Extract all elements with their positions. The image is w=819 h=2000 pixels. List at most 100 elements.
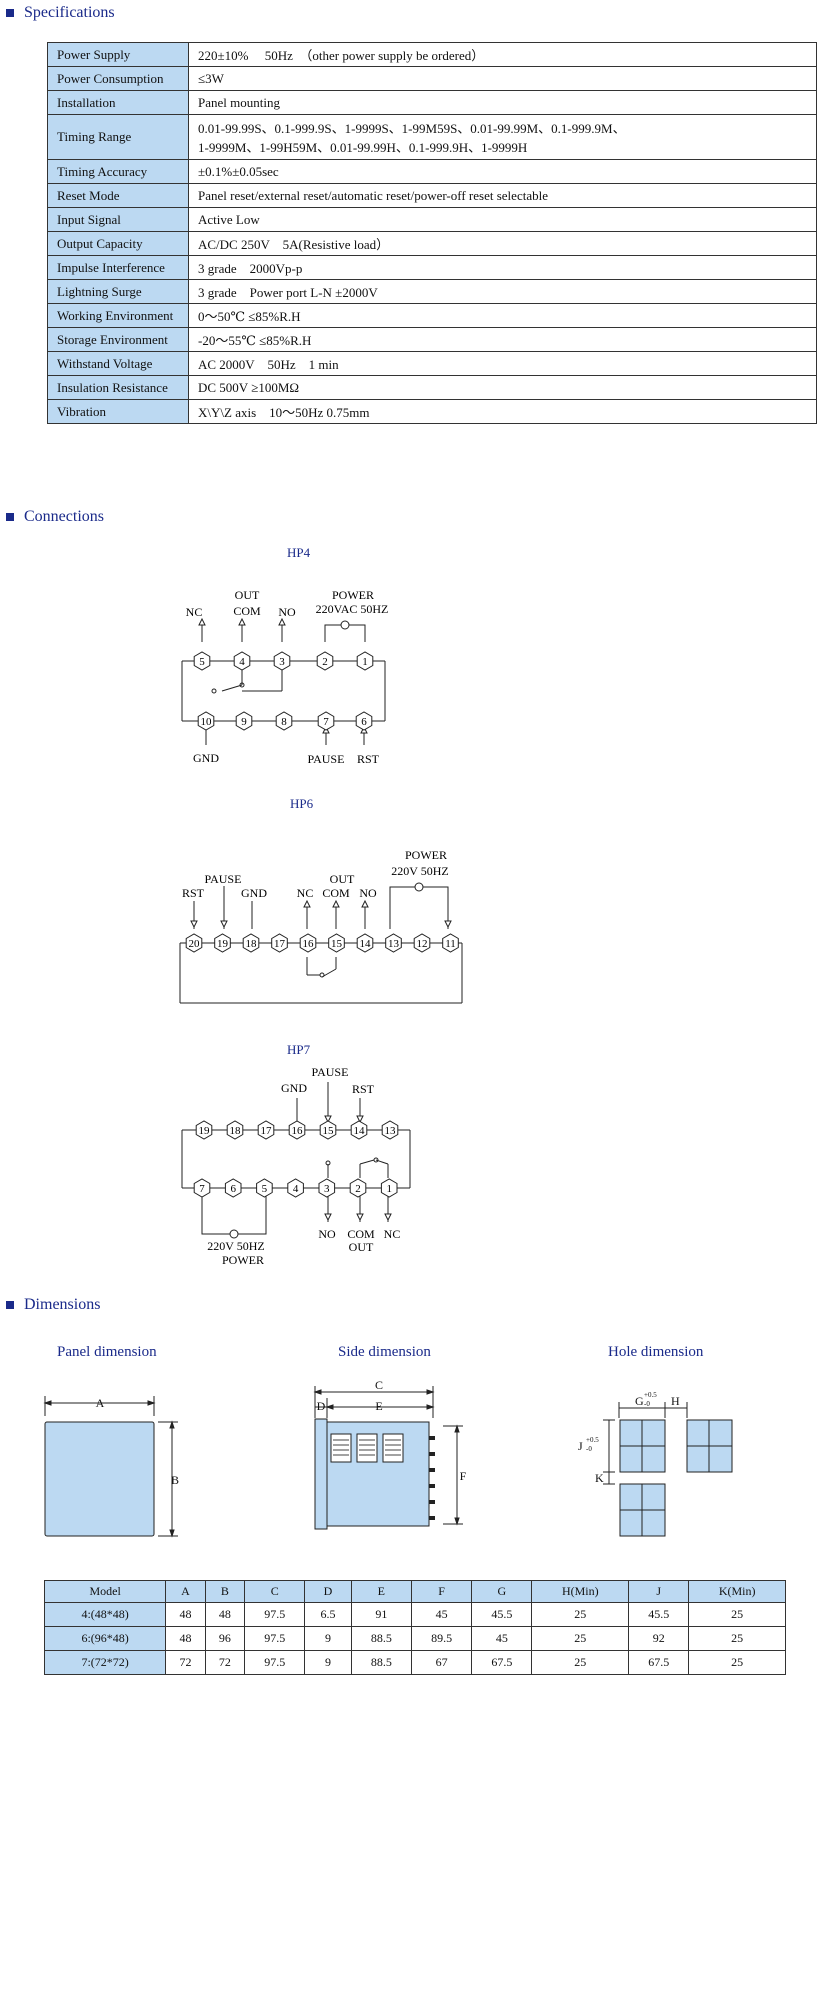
terminal-number: 1 xyxy=(386,1183,392,1195)
terminal-pin xyxy=(413,933,431,953)
dim-cell: 25 xyxy=(531,1602,630,1627)
svg-text:NO: NO xyxy=(318,1227,336,1241)
dim-cell: 92 xyxy=(628,1626,690,1651)
terminal-pin xyxy=(226,1120,244,1140)
terminal-number: 15 xyxy=(323,1125,335,1137)
spec-label: Input Signal xyxy=(47,207,189,232)
terminal-pin xyxy=(328,933,345,953)
terminal-number: 5 xyxy=(262,1183,268,1195)
side-dimension-drawing: C D E F xyxy=(313,1378,467,1530)
svg-text:NC: NC xyxy=(384,1227,401,1241)
terminal-pin xyxy=(318,1178,336,1198)
svg-text:C: C xyxy=(375,1378,383,1392)
terminal-pin xyxy=(214,933,231,953)
hp7-title: HP7 xyxy=(287,1042,311,1057)
terminal-number: 16 xyxy=(303,938,315,950)
svg-text:220V 50HZ: 220V 50HZ xyxy=(391,864,448,878)
dim-cell: 97.5 xyxy=(244,1626,306,1651)
svg-text:220VAC 50HZ: 220VAC 50HZ xyxy=(316,602,389,616)
svg-text:NC: NC xyxy=(297,886,314,900)
svg-text:GND: GND xyxy=(193,751,219,765)
terminal-pin xyxy=(275,711,293,731)
terminal-number: 1 xyxy=(362,656,368,668)
svg-text:PAUSE: PAUSE xyxy=(312,1065,349,1079)
svg-text:PAUSE: PAUSE xyxy=(205,872,242,886)
dim-cell: 48 xyxy=(165,1626,206,1651)
terminal-number: 18 xyxy=(230,1125,242,1137)
dim-cell: 72 xyxy=(204,1650,246,1675)
svg-text:RST: RST xyxy=(352,1082,375,1096)
dim-cell: 4:(48*48) xyxy=(43,1602,167,1627)
dim-cell: 45.5 xyxy=(628,1602,690,1627)
terminal-pin xyxy=(288,1120,306,1140)
terminal-number: 17 xyxy=(274,938,286,950)
terminal-pin xyxy=(242,933,260,953)
terminal-pin xyxy=(380,1178,398,1198)
terminal-number: 5 xyxy=(199,656,205,668)
spec-label: Timing Range xyxy=(47,114,189,160)
panel-dimension-drawing: A B xyxy=(43,1396,179,1538)
dim-cell: 89.5 xyxy=(410,1626,473,1651)
dim-header: K(Min) xyxy=(688,1580,786,1603)
terminal-pin xyxy=(197,711,215,731)
dim-header: C xyxy=(244,1580,306,1603)
spec-label: Working Environment xyxy=(47,303,189,328)
spec-value: 220±10% 50Hz （other power supply be orde… xyxy=(188,42,817,67)
terminal-number: 14 xyxy=(360,938,372,950)
terminal-number: 3 xyxy=(324,1183,330,1195)
terminal-pin xyxy=(287,1178,304,1198)
terminal-number: 7 xyxy=(323,716,329,728)
svg-text:OUT: OUT xyxy=(235,588,260,602)
terminal-number: 14 xyxy=(354,1125,366,1137)
terminal-number: 2 xyxy=(322,656,328,668)
terminal-number: 2 xyxy=(355,1183,361,1195)
panel-dimension-title: Panel dimension xyxy=(57,1344,157,1360)
terminal-pin xyxy=(256,1178,273,1198)
terminal-pin xyxy=(381,1120,399,1140)
dim-cell: 48 xyxy=(204,1602,246,1627)
dim-cell: 72 xyxy=(165,1650,206,1675)
spec-value: -20～55℃ ≤85%R.H xyxy=(188,327,817,352)
terminal-number: 4 xyxy=(239,656,245,668)
dim-header: D xyxy=(304,1580,352,1603)
terminal-pin xyxy=(442,933,459,953)
svg-text:D: D xyxy=(317,1399,326,1413)
spec-value: AC/DC 250V 5A(Resistive load） xyxy=(188,231,817,256)
dim-cell: 88.5 xyxy=(350,1650,412,1675)
section-title-dimensions: Dimensions xyxy=(6,1296,100,1314)
svg-text:NO: NO xyxy=(359,886,377,900)
svg-text:-0: -0 xyxy=(586,1445,592,1453)
dim-cell: 45.5 xyxy=(471,1602,533,1627)
dim-cell: 25 xyxy=(688,1602,786,1627)
spec-label: Output Capacity xyxy=(47,231,189,256)
terminal-number: 6 xyxy=(361,716,367,728)
dim-cell: 9 xyxy=(304,1650,352,1675)
spec-row: Lightning Surge 3 grade Power port L-N ±… xyxy=(47,279,817,304)
svg-text:POWER: POWER xyxy=(222,1253,264,1267)
dim-cell: 97.5 xyxy=(244,1650,306,1675)
terminal-pin xyxy=(355,711,373,731)
dim-cell: 91 xyxy=(350,1602,412,1627)
spec-label: Impulse Interference xyxy=(47,255,189,280)
terminal-pin xyxy=(319,1120,337,1140)
side-dimension-title: Side dimension xyxy=(338,1344,431,1360)
spec-value: AC 2000V 50Hz 1 min xyxy=(188,351,817,376)
svg-text:J: J xyxy=(578,1439,583,1453)
terminal-number: 11 xyxy=(445,938,456,950)
hp6-title: HP6 xyxy=(290,796,314,811)
svg-text:COM: COM xyxy=(233,604,261,618)
dim-cell: 25 xyxy=(688,1650,786,1675)
dim-header: B xyxy=(204,1580,246,1603)
terminal-pin xyxy=(271,933,288,953)
terminal-pin xyxy=(316,651,334,671)
dim-cell: 6.5 xyxy=(304,1602,352,1627)
